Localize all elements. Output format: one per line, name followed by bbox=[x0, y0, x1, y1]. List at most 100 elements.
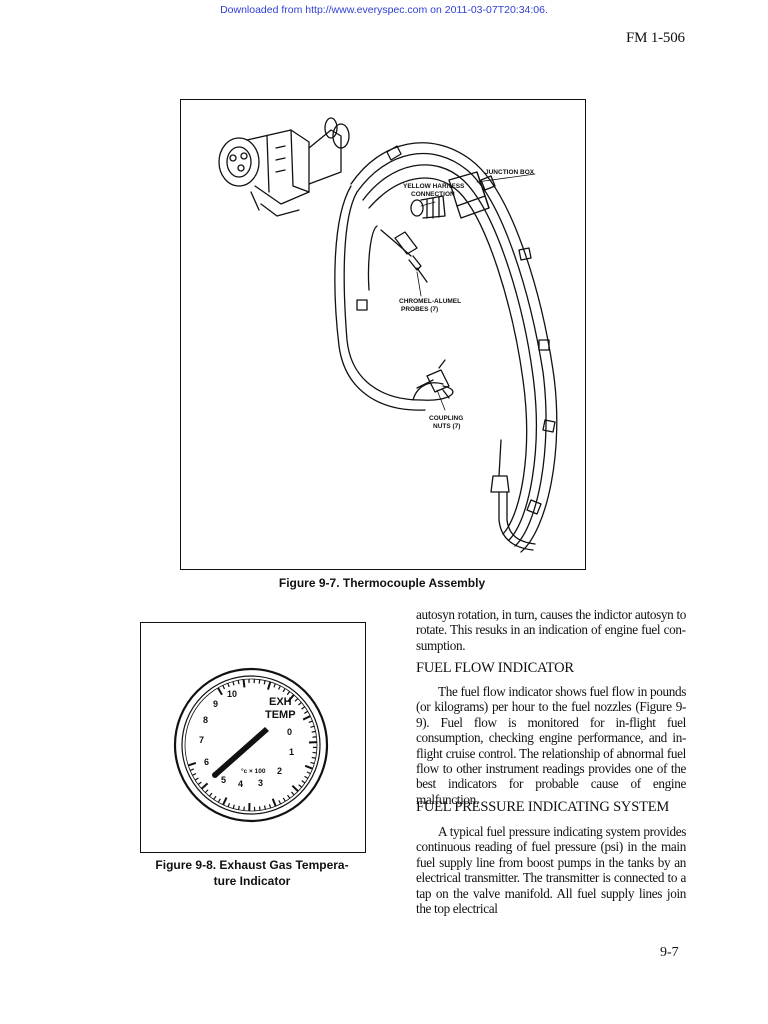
label-yellow-harness-1: YELLOW HARNESS bbox=[403, 183, 465, 190]
document-id-header: FM 1-506 bbox=[626, 30, 685, 46]
gauge-minor-tick bbox=[232, 681, 235, 686]
gauge-minor-tick bbox=[263, 680, 266, 685]
gauge-minor-tick bbox=[304, 710, 309, 714]
gauge-major-tick bbox=[242, 679, 246, 688]
gauge-major-tick bbox=[271, 798, 277, 807]
gauge-pointer bbox=[213, 727, 269, 777]
gauge-minor-tick bbox=[312, 736, 317, 738]
gauge-major-tick bbox=[304, 764, 313, 770]
gauge-minor-tick bbox=[286, 691, 291, 696]
gauge-dial-face bbox=[184, 678, 318, 812]
gauge-minor-tick bbox=[268, 804, 272, 809]
gauge-minor-tick bbox=[237, 805, 240, 810]
continued-paragraph: autosyn rotation, in turn, causes the in… bbox=[416, 607, 686, 653]
gauge-bezel-inner bbox=[181, 675, 321, 815]
label-yellow-harness-2: CONNECTION bbox=[411, 191, 455, 198]
junction-box bbox=[448, 171, 490, 219]
gauge-major-tick bbox=[302, 715, 311, 721]
label-coupling-nuts-1: COUPLING bbox=[429, 415, 463, 422]
gauge-minor-tick bbox=[291, 791, 295, 796]
figure-9-8-caption: Figure 9-8. Exhaust Gas Tempera- ture In… bbox=[140, 857, 364, 889]
yellow-harness-connector bbox=[410, 195, 446, 219]
gauge-minor-tick bbox=[306, 771, 311, 775]
gauge-major-tick bbox=[267, 681, 272, 690]
figure-9-8-caption-line1: Figure 9-8. Exhaust Gas Tempera- bbox=[155, 858, 349, 872]
gauge-num-10: 10 bbox=[227, 689, 237, 699]
engine-connector-cluster bbox=[218, 117, 350, 217]
paragraph-fuel-flow: The fuel flow indicator shows fuel flow … bbox=[416, 684, 686, 807]
gauge-minor-tick bbox=[273, 683, 276, 688]
gauge-minor-tick bbox=[301, 780, 306, 784]
gauge-num-4: 4 bbox=[238, 779, 243, 789]
coupling-nut-probe bbox=[412, 359, 450, 401]
gauge-minor-tick bbox=[237, 680, 240, 685]
gauge-tick-marks bbox=[187, 679, 317, 812]
gauge-minor-tick bbox=[192, 772, 197, 776]
gauge-num-6: 6 bbox=[204, 757, 209, 767]
label-chromel-probes-1: CHROMEL-ALUMEL bbox=[399, 298, 461, 305]
gauge-minor-tick bbox=[194, 777, 199, 781]
gauge-minor-tick bbox=[227, 802, 231, 808]
heading-fuel-flow-indicator: FUEL FLOW INDICATOR bbox=[416, 660, 574, 676]
gauge-minor-tick bbox=[294, 698, 299, 702]
fuel-pressure-section: A typical fuel pressure indicating syste… bbox=[416, 824, 686, 916]
gauge-minor-tick bbox=[287, 794, 291, 799]
gauge-minor-tick bbox=[308, 720, 313, 724]
gauge-num-3: 3 bbox=[258, 778, 263, 788]
gauge-minor-tick bbox=[263, 805, 266, 810]
paragraph-fuel-pressure: A typical fuel pressure indicating syste… bbox=[416, 824, 686, 917]
gauge-major-tick bbox=[187, 761, 197, 767]
label-chromel-probes-2: PROBES (7) bbox=[401, 306, 438, 313]
figure-9-7-caption: Figure 9-7. Thermocouple Assembly bbox=[278, 576, 486, 590]
gauge-minor-tick bbox=[197, 781, 202, 786]
gauge-minor-tick bbox=[258, 806, 261, 811]
gauge-major-tick bbox=[287, 694, 295, 702]
lower-probe bbox=[490, 439, 536, 551]
gauge-num-0: 0 bbox=[287, 727, 292, 737]
gauge-minor-tick bbox=[282, 797, 286, 802]
figure-exhaust-gas-temperature-indicator: EXH TEMP °c × 100 0 1 2 3 4 5 6 7 8 9 10 bbox=[140, 622, 366, 853]
gauge-minor-tick bbox=[310, 761, 315, 765]
gauge-minor-tick bbox=[222, 685, 226, 690]
gauge-minor-tick bbox=[304, 775, 309, 779]
gauge-minor-tick bbox=[204, 789, 209, 794]
gauge-num-7: 7 bbox=[199, 735, 204, 745]
egt-gauge-illustration: EXH TEMP °c × 100 0 1 2 3 4 5 6 7 8 9 10 bbox=[173, 667, 329, 823]
gauge-minor-tick bbox=[310, 725, 315, 728]
gauge-pointer-hub bbox=[212, 772, 218, 778]
download-notice-link[interactable]: Downloaded from http://www.everyspec.com… bbox=[220, 4, 548, 16]
gauge-minor-tick bbox=[311, 756, 316, 759]
figure-thermocouple-assembly: JUNCTION BOX YELLOW HARNESS CONNECTION C… bbox=[180, 99, 586, 570]
gauge-major-tick bbox=[217, 687, 223, 696]
gauge-label-exh: EXH bbox=[269, 696, 292, 708]
label-coupling-nuts-2: NUTS (7) bbox=[433, 423, 460, 430]
label-junction-box: JUNCTION BOX bbox=[485, 169, 535, 176]
gauge-bezel-outer bbox=[173, 667, 329, 823]
gauge-major-tick bbox=[222, 797, 228, 806]
gauge-num-5: 5 bbox=[221, 775, 226, 785]
gauge-minor-tick bbox=[258, 679, 261, 684]
heading-fuel-pressure-indicating-system: FUEL PRESSURE INDICATING SYSTEM bbox=[416, 799, 670, 815]
gauge-minor-tick bbox=[217, 798, 221, 803]
fuel-flow-section: The fuel flow indicator shows fuel flow … bbox=[416, 684, 686, 807]
paragraph-continued: autosyn rotation, in turn, causes the in… bbox=[416, 607, 686, 653]
gauge-minor-tick bbox=[189, 768, 195, 772]
gauge-minor-tick bbox=[301, 706, 306, 710]
gauge-num-9: 9 bbox=[213, 699, 218, 709]
gauge-minor-tick bbox=[278, 685, 281, 690]
figure-9-8-caption-line2: ture Indicator bbox=[213, 874, 291, 888]
gauge-minor-tick bbox=[298, 702, 302, 706]
gauge-unit: °c × 100 bbox=[241, 767, 266, 775]
harness-cable bbox=[334, 142, 558, 553]
gauge-num-1: 1 bbox=[289, 747, 294, 757]
gauge-major-tick bbox=[291, 784, 299, 792]
gauge-num-2: 2 bbox=[277, 766, 282, 776]
gauge-major-tick bbox=[200, 782, 209, 790]
gauge-num-8: 8 bbox=[203, 715, 208, 725]
gauge-minor-tick bbox=[232, 804, 235, 809]
gauge-minor-tick bbox=[208, 792, 213, 797]
gauge-minor-tick bbox=[298, 784, 303, 788]
page-number: 9-7 bbox=[660, 945, 679, 960]
thermocouple-illustration: JUNCTION BOX YELLOW HARNESS CONNECTION C… bbox=[218, 117, 558, 553]
gauge-label-temp: TEMP bbox=[265, 709, 296, 721]
